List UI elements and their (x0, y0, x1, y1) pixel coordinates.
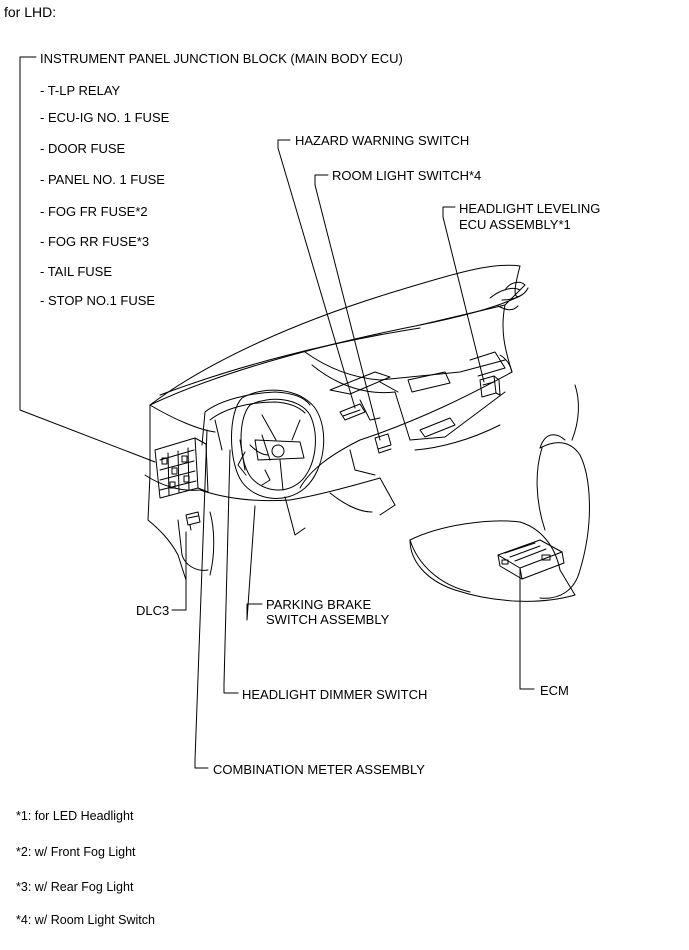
junction-block-item: - DOOR FUSE (40, 141, 126, 156)
page-heading: for LHD: (4, 4, 57, 20)
footnote: *4: w/ Room Light Switch (16, 913, 155, 927)
junction-block-item: - T-LP RELAY (40, 83, 121, 98)
junction-block-title: INSTRUMENT PANEL JUNCTION BLOCK (MAIN BO… (40, 51, 403, 66)
junction-block-item: - STOP NO.1 FUSE (40, 293, 156, 308)
leader-lines (19, 56, 535, 769)
parking-brake-switch-label-line2: SWITCH ASSEMBLY (266, 612, 390, 627)
dlc3-drawing (185, 511, 201, 531)
junction-block-item: - FOG FR FUSE*2 (40, 204, 148, 219)
windshield-outline (149, 264, 529, 406)
ecm-drawing (497, 539, 565, 580)
parking-brake-switch-label: PARKING BRAKE (266, 597, 372, 612)
junction-block-item: - PANEL NO. 1 FUSE (40, 172, 165, 187)
room-light-switch-label: ROOM LIGHT SWITCH*4 (332, 168, 482, 183)
junction-block-item: - FOG RR FUSE*3 (40, 234, 150, 249)
ecm-label: ECM (540, 683, 569, 698)
junction-block-item: - TAIL FUSE (40, 264, 112, 279)
headlight-dimmer-switch-label: HEADLIGHT DIMMER SWITCH (242, 687, 428, 702)
headlight-leveling-ecu-label-line2: ECU ASSEMBLY*1 (459, 217, 571, 232)
headlight-leveling-ecu-label: HEADLIGHT LEVELING (459, 201, 601, 216)
dashboard-outline (144, 284, 526, 581)
center-stack (329, 371, 392, 454)
combination-meter-label: COMBINATION METER ASSEMBLY (213, 762, 425, 777)
hazard-warning-switch-label: HAZARD WARNING SWITCH (295, 133, 470, 148)
seat-outline (409, 384, 590, 602)
steering-wheel (231, 389, 325, 499)
headlight-leveling-ecu-drawing (479, 375, 501, 398)
junction-block-drawing (154, 437, 209, 499)
footnote: *2: w/ Front Fog Light (16, 845, 136, 859)
dlc3-label: DLC3 (136, 603, 170, 618)
footnote: *3: w/ Rear Fog Light (16, 880, 134, 894)
footnote: *1: for LED Headlight (16, 809, 134, 823)
junction-block-item: - ECU-IG NO. 1 FUSE (40, 110, 170, 125)
